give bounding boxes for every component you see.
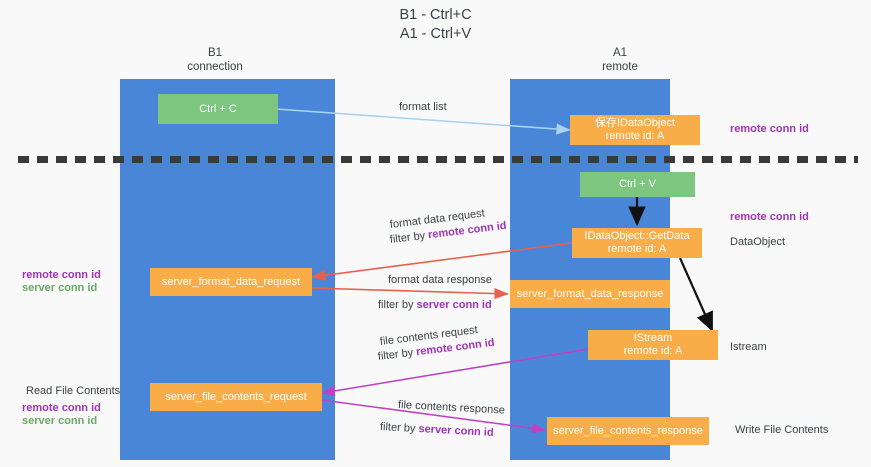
edge-format-list <box>275 108 571 135</box>
edge-label-format-data-response: format data response <box>388 274 492 286</box>
box-server-format-data-request[interactable]: server_format_data_request <box>150 268 312 296</box>
label-left-server-conn-id-bottom: server conn id <box>22 415 98 427</box>
box-server-file-contents-request[interactable]: server_file_contents_request <box>150 383 322 411</box>
lane-header-a1: A1 remote <box>602 47 638 73</box>
edge-file-contents-request <box>321 348 589 397</box>
filter-prefix: filter by <box>379 421 419 436</box>
label-left-remote-conn-id-mid: remote conn id <box>22 269 101 281</box>
lane-header-b1: B1 connection <box>187 47 243 73</box>
box-server-file-contents-response[interactable]: server_file_contents_response <box>547 417 709 445</box>
box-ctrl-v[interactable]: Ctrl + V <box>580 172 695 197</box>
box-server-format-data-response[interactable]: server_format_data_response <box>510 280 670 308</box>
edge-format-data-response <box>311 287 509 300</box>
box-istream[interactable]: IStream remote id: A <box>588 330 718 360</box>
box-idataobject-getdata[interactable]: IDataObject::GetData remote id: A <box>572 228 702 258</box>
label-istream: Istream <box>730 341 767 353</box>
edge-getdata-to-istream <box>678 257 714 333</box>
edge-label-format-list: format list <box>399 101 447 113</box>
label-write-file-contents: Write File Contents <box>735 424 829 436</box>
filter-value: server conn id <box>418 423 494 439</box>
phase-divider <box>18 156 858 163</box>
label-left-remote-conn-id-bottom: remote conn id <box>22 402 101 414</box>
box-ctrl-c[interactable]: Ctrl + C <box>158 94 278 124</box>
edge-label-format-data-response-filter: filter by server conn id <box>378 299 492 312</box>
filter-value: server conn id <box>416 299 492 311</box>
box-store-idataobject[interactable]: 保存IDataObject remote id: A <box>570 115 700 145</box>
edge-file-contents-response <box>321 399 546 434</box>
label-remote-conn-id-top: remote conn id <box>730 123 809 135</box>
filter-prefix: filter by <box>378 299 417 311</box>
label-remote-conn-id-mid: remote conn id <box>730 211 809 223</box>
label-read-file-contents: Read File Contents <box>26 385 121 397</box>
label-left-server-conn-id-mid: server conn id <box>22 282 98 294</box>
label-dataobject: DataObject <box>730 236 786 248</box>
diagram-title: B1 - Ctrl+C A1 - Ctrl+V <box>399 7 472 42</box>
edge-format-data-request <box>311 242 573 281</box>
